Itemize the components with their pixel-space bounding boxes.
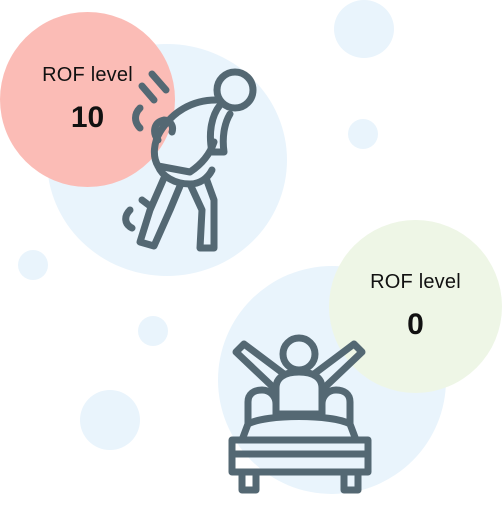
rof-low-badge: ROF level 0 [329,220,502,393]
back-pain-person-icon [122,68,257,252]
bubble-small-mid [138,316,168,346]
rof-low-value: 0 [407,308,424,341]
rof-high-label: ROF level [42,64,133,86]
bubble-small-right [348,119,378,149]
bubble-small-left [18,250,48,280]
bubble-medium-bottom-left [80,390,140,450]
person-stretching-in-bed-icon [228,334,372,494]
rof-low-label: ROF level [370,271,461,293]
rof-high-value: 10 [70,101,105,134]
bubble-top-right [334,0,394,58]
rof-high-badge: ROF level 10 [0,12,175,187]
